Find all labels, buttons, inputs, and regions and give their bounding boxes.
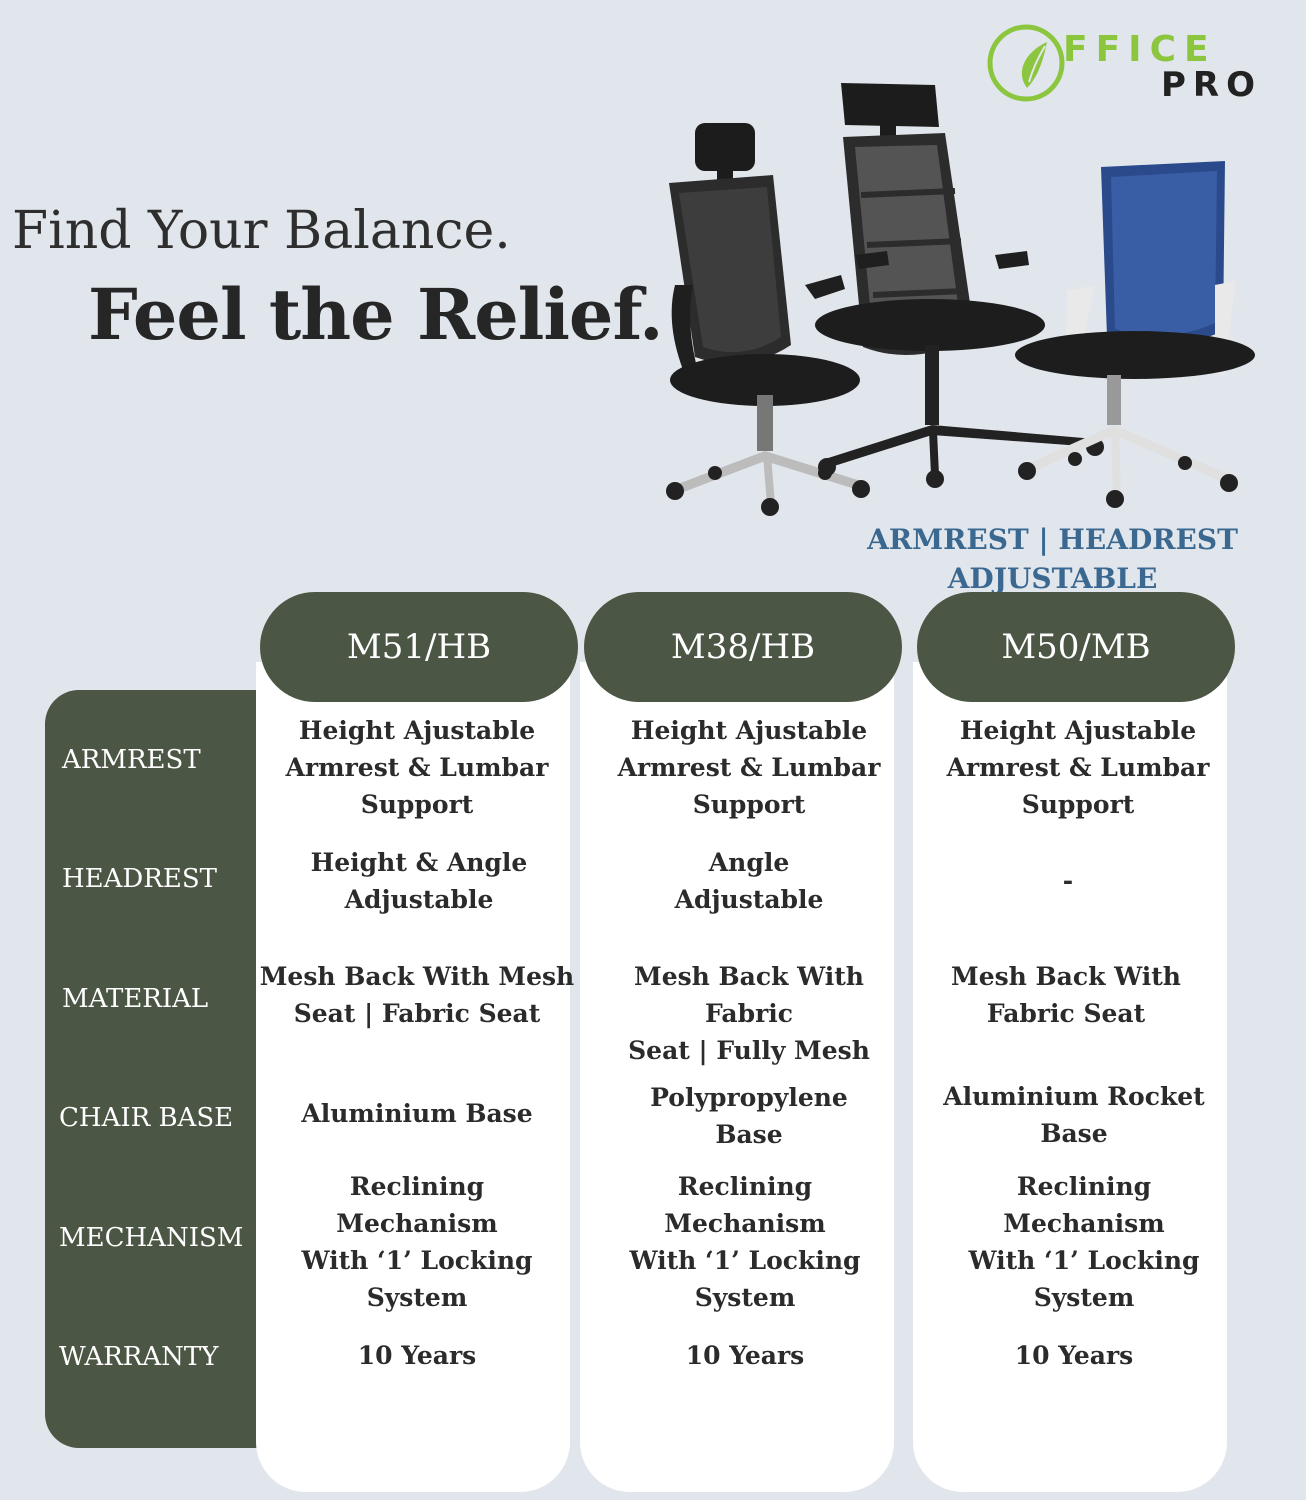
column-body <box>580 662 894 1492</box>
cell-material: Mesh Back With Fabric Seat | Fully Mesh <box>628 962 870 1065</box>
chair-m50-icon <box>1015 161 1255 508</box>
headline-line1: Find Your Balance. <box>12 201 511 261</box>
cell-base: Aluminium Rocket Base <box>943 1082 1205 1148</box>
model-header: M51/HB <box>260 592 578 702</box>
model-header: M50/MB <box>917 592 1235 702</box>
cell-armrest: Height Ajustable Armrest & Lumbar Suppor… <box>617 716 881 819</box>
model-column-m50: M50/MB Height Ajustable Armrest & Lumbar… <box>913 592 1235 1492</box>
cell-armrest: Height Ajustable Armrest & Lumbar Suppor… <box>946 716 1210 819</box>
tag-line1: ARMREST | HEADREST <box>867 523 1238 556</box>
column-body <box>256 662 570 1492</box>
cell-armrest: Height Ajustable Armrest & Lumbar Suppor… <box>285 716 549 819</box>
row-label-chair-base: CHAIR BASE <box>59 1103 234 1133</box>
tag-line2: ADJUSTABLE <box>947 562 1158 595</box>
model-column-m38: M38/HB Height Ajustable Armrest & Lumbar… <box>580 592 902 1492</box>
row-labels-panel <box>45 690 280 1448</box>
column-body <box>913 662 1227 1492</box>
cell-mechanism: Reclining Mechanism With ‘1’ Locking Sys… <box>301 1172 533 1312</box>
cell-headrest: Angle Adjustable <box>674 848 824 914</box>
row-label-armrest: ARMREST <box>62 745 201 775</box>
chair-m51-icon <box>666 123 870 516</box>
row-label-headrest: HEADREST <box>62 864 217 894</box>
cell-warranty: 10 Years <box>357 1341 477 1370</box>
cell-headrest: - <box>1062 866 1074 895</box>
logo-text-bottom: PRO <box>1161 65 1263 105</box>
row-label-material: MATERIAL <box>62 984 209 1014</box>
chairs-image <box>666 83 1255 516</box>
cell-mechanism: Reclining Mechanism With ‘1’ Locking Sys… <box>629 1172 861 1312</box>
cell-material: Mesh Back With Mesh Seat | Fabric Seat <box>259 962 575 1028</box>
cell-mechanism: Reclining Mechanism With ‘1’ Locking Sys… <box>968 1172 1200 1312</box>
logo-text-top: FFICE <box>1063 29 1217 70</box>
cell-base: Polypropylene Base <box>650 1083 848 1149</box>
cell-warranty: 10 Years <box>685 1341 805 1370</box>
model-header: M38/HB <box>584 592 902 702</box>
cell-headrest: Height & Angle Adjustable <box>310 848 528 914</box>
logo-ring-icon <box>987 24 1065 102</box>
adjustable-tag: ARMREST | HEADREST ADJUSTABLE <box>850 520 1255 598</box>
row-label-mechanism: MECHANISM <box>59 1223 244 1253</box>
chair-m38-icon <box>815 83 1104 488</box>
headline-line2: Feel the Relief. <box>88 273 663 356</box>
cell-material: Mesh Back With Fabric Seat <box>951 962 1181 1028</box>
cell-warranty: 10 Years <box>1014 1341 1134 1370</box>
row-label-warranty: WARRANTY <box>59 1342 219 1372</box>
brand-logo: FFICE PRO <box>985 18 1275 108</box>
cell-base: Aluminium Base <box>301 1099 533 1128</box>
model-column-m51: M51/HB Height Ajustable Armrest & Lumbar… <box>256 592 578 1492</box>
